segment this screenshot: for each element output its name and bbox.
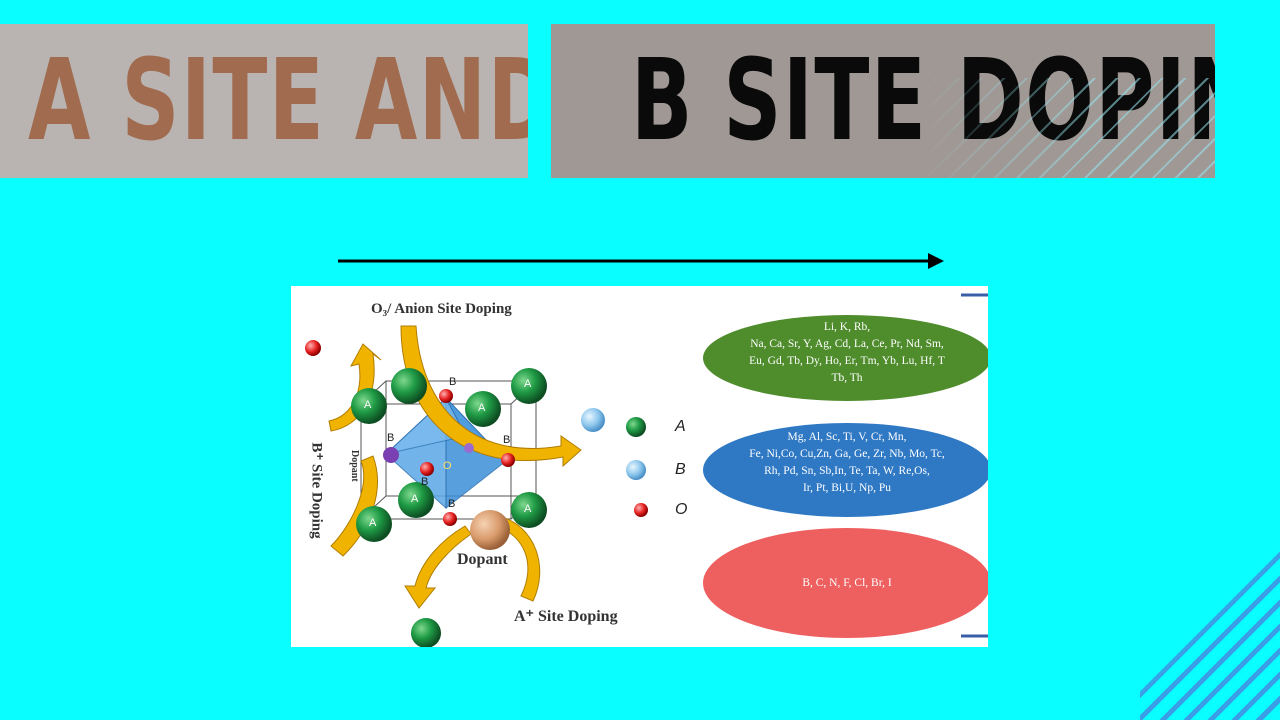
atom-label-o: O bbox=[443, 460, 452, 472]
title-banner-left: A SITE AND bbox=[0, 24, 528, 178]
legend-b-label: B bbox=[675, 461, 686, 478]
a-site-atoms bbox=[351, 368, 547, 647]
dopant-small-label: Dopant bbox=[349, 450, 360, 482]
doping-figure: O₃/ Anion Site Doping B⁺ Site Doping A⁺ … bbox=[291, 286, 988, 647]
atom-label-a: A bbox=[364, 399, 372, 411]
ellipse-a-site bbox=[703, 315, 988, 401]
legend-o-circle bbox=[634, 503, 648, 517]
atom-label-a: A bbox=[411, 493, 419, 505]
right-arrow-icon bbox=[338, 253, 944, 269]
banner-hatch-decoration bbox=[915, 78, 1215, 178]
b-site-doping-label: B⁺ Site Doping bbox=[308, 442, 325, 539]
dopant-label: Dopant bbox=[457, 551, 508, 568]
atom-label-b: B bbox=[503, 434, 511, 446]
corner-hatch-decoration bbox=[1140, 530, 1280, 720]
b-site-atom bbox=[581, 408, 605, 432]
atom-label-a: A bbox=[478, 402, 486, 414]
banner-left-text: A SITE AND bbox=[28, 36, 528, 166]
dopant-atom bbox=[470, 510, 510, 550]
ellipse-b-site bbox=[703, 423, 988, 517]
anion-doping-label: O₃/ Anion Site Doping bbox=[371, 301, 512, 317]
legend-b-circle bbox=[626, 460, 646, 480]
ellipse-anion-site-text: B, C, N, F, Cl, Br, I bbox=[802, 577, 892, 589]
dopant-atom-purple bbox=[383, 447, 399, 463]
dopant-atom-small bbox=[464, 443, 474, 453]
ellipse-anion-site bbox=[703, 528, 988, 638]
atom-label-b: B bbox=[421, 476, 429, 488]
o-site-atoms bbox=[305, 340, 515, 526]
a-site-doping-label: A⁺ Site Doping bbox=[514, 608, 618, 625]
atom-label-b: B bbox=[448, 498, 456, 510]
crystal-structure-diagram bbox=[305, 293, 988, 647]
ellipse-a-site-text: Li, K, Rb, Na, Ca, Sr, Y, Ag, Cd, La, Ce… bbox=[749, 321, 945, 384]
legend-o-label: O bbox=[675, 501, 688, 518]
atom-label-a: A bbox=[369, 517, 377, 529]
title-banner-right: B SITE DOPING bbox=[551, 24, 1215, 178]
doping-arrows bbox=[328, 325, 582, 609]
atom-label-a: A bbox=[524, 378, 532, 390]
atom-label-b: B bbox=[449, 376, 457, 388]
legend-a-circle bbox=[626, 417, 646, 437]
legend-a-label: A bbox=[675, 418, 686, 435]
atom-label-a: A bbox=[524, 503, 532, 515]
ellipse-b-site-text: Mg, Al, Sc, Ti, V, Cr, Mn, Fe, Ni,Co, Cu… bbox=[749, 431, 945, 494]
atom-label-b: B bbox=[387, 432, 395, 444]
